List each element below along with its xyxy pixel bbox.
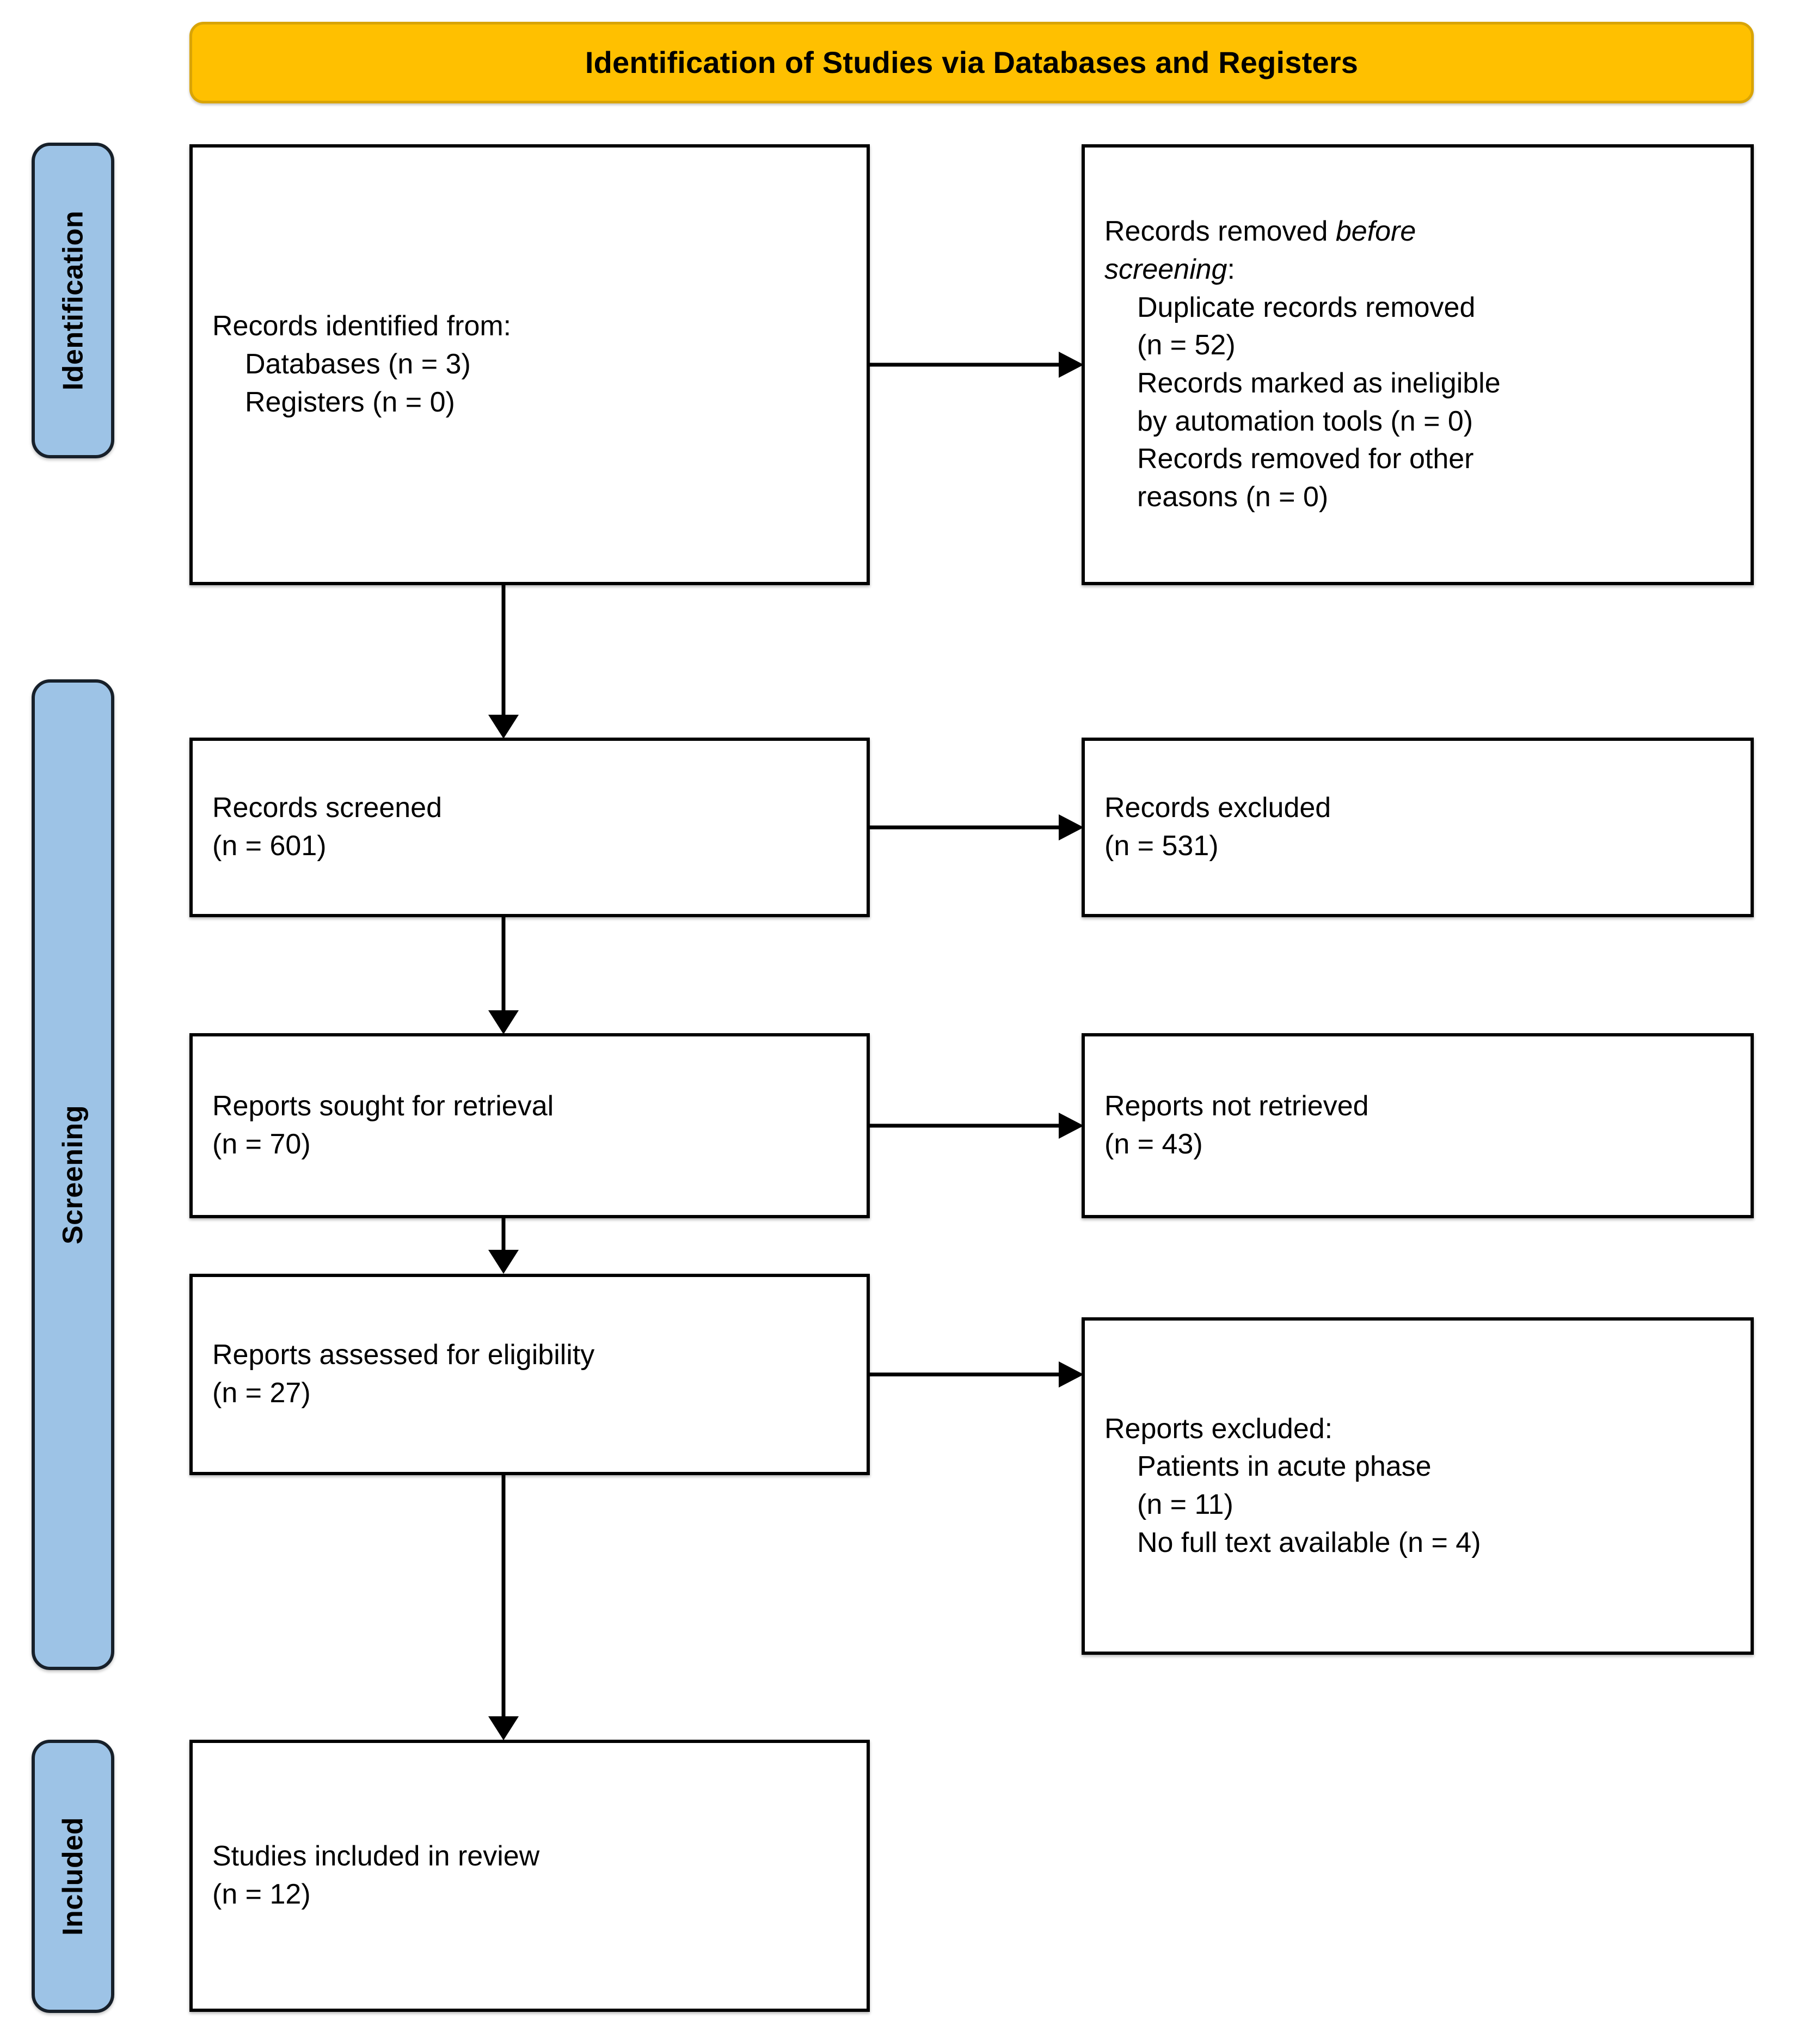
stage-label-identification: Identification [32, 143, 114, 458]
records-removed-line-1-italic: before [1335, 216, 1416, 248]
reports-excluded-line-1: Reports excluded: [1104, 1413, 1333, 1445]
records-excluded-line-1: Records excluded [1104, 792, 1331, 824]
box-records-excluded: Records excluded (n = 531) [1082, 738, 1754, 917]
reports-not-retrieved-line-2: (n = 43) [1104, 1128, 1203, 1160]
records-identified-line-1: Records identified from: [212, 310, 512, 342]
box-studies-included-text: Studies included in review (n = 12) [193, 1838, 867, 1913]
arrow-sought-to-assessed [476, 1218, 531, 1275]
reports-assessed-line-1: Reports assessed for eligibility [212, 1339, 595, 1371]
reports-not-retrieved-line-1: Reports not retrieved [1104, 1090, 1369, 1122]
records-identified-line-2: Databases (n = 3) [245, 348, 471, 380]
box-records-identified: Records identified from: Databases (n = … [189, 144, 870, 585]
records-removed-line-3: Duplicate records removed [1137, 291, 1476, 323]
box-reports-excluded-text: Reports excluded: Patients in acute phas… [1085, 1410, 1751, 1562]
studies-included-line-1: Studies included in review [212, 1840, 540, 1873]
reports-assessed-line-2: (n = 27) [212, 1377, 311, 1409]
reports-excluded-line-2: Patients in acute phase [1137, 1451, 1432, 1483]
records-removed-line-4: (n = 52) [1137, 329, 1236, 361]
records-removed-line-2: screening: [1104, 251, 1731, 289]
arrow-assessed-to-included [476, 1475, 531, 1742]
arrow-identified-to-removed [868, 348, 1086, 381]
box-reports-not-retrieved: Reports not retrieved (n = 43) [1082, 1033, 1754, 1218]
box-records-removed-before-screening: Records removed before screening: Duplic… [1082, 144, 1754, 585]
records-removed-line-8: reasons (n = 0) [1137, 481, 1329, 513]
stage-label-included: Included [32, 1740, 114, 2013]
records-excluded-line-2: (n = 531) [1104, 830, 1219, 862]
box-records-excluded-text: Records excluded (n = 531) [1085, 789, 1751, 865]
arrow-screened-to-sought [476, 917, 531, 1036]
reports-excluded-line-4: No full text available (n = 4) [1137, 1526, 1481, 1558]
records-removed-line-7: Records removed for other [1137, 443, 1474, 475]
records-removed-line-1-plain: Records removed [1104, 216, 1336, 248]
box-studies-included-in-review: Studies included in review (n = 12) [189, 1740, 870, 2012]
page-title: Identification of Studies via Databases … [585, 45, 1359, 80]
records-screened-line-2: (n = 601) [212, 830, 327, 862]
box-reports-assessed-text: Reports assessed for eligibility (n = 27… [193, 1336, 867, 1412]
box-records-identified-text: Records identified from: Databases (n = … [193, 308, 867, 421]
arrow-sought-to-not-retrieved [868, 1109, 1086, 1142]
box-reports-not-retrieved-text: Reports not retrieved (n = 43) [1085, 1088, 1751, 1163]
arrow-identified-to-screened [476, 585, 531, 740]
reports-sought-line-1: Reports sought for retrieval [212, 1090, 554, 1122]
box-reports-sought-text: Reports sought for retrieval (n = 70) [193, 1088, 867, 1163]
arrow-assessed-to-reports-excluded [868, 1358, 1086, 1391]
records-removed-line-2-italic: screening [1104, 253, 1227, 285]
reports-excluded-line-3: (n = 11) [1137, 1489, 1233, 1520]
records-screened-line-1: Records screened [212, 792, 442, 824]
stage-label-included-text: Included [57, 1817, 89, 1936]
records-removed-line-2-plain: : [1227, 253, 1235, 285]
stage-label-identification-text: Identification [57, 210, 89, 391]
box-records-removed-text: Records removed before screening: Duplic… [1085, 213, 1751, 516]
reports-sought-line-2: (n = 70) [212, 1128, 311, 1160]
box-reports-sought-for-retrieval: Reports sought for retrieval (n = 70) [189, 1033, 870, 1218]
records-removed-line-6: by automation tools (n = 0) [1137, 405, 1473, 437]
stage-label-screening-text: Screening [57, 1105, 89, 1244]
box-records-screened-text: Records screened (n = 601) [193, 789, 867, 865]
diagram-header-banner: Identification of Studies via Databases … [189, 22, 1754, 103]
box-records-screened: Records screened (n = 601) [189, 738, 870, 917]
arrow-screened-to-excluded [868, 811, 1086, 844]
stage-label-screening: Screening [32, 679, 114, 1670]
box-reports-assessed-for-eligibility: Reports assessed for eligibility (n = 27… [189, 1274, 870, 1475]
records-removed-line-1: Records removed before [1104, 213, 1731, 251]
studies-included-line-2: (n = 12) [212, 1879, 311, 1910]
records-removed-line-5: Records marked as ineligible [1137, 367, 1501, 399]
box-reports-excluded: Reports excluded: Patients in acute phas… [1082, 1317, 1754, 1655]
records-identified-line-3: Registers (n = 0) [245, 386, 455, 418]
